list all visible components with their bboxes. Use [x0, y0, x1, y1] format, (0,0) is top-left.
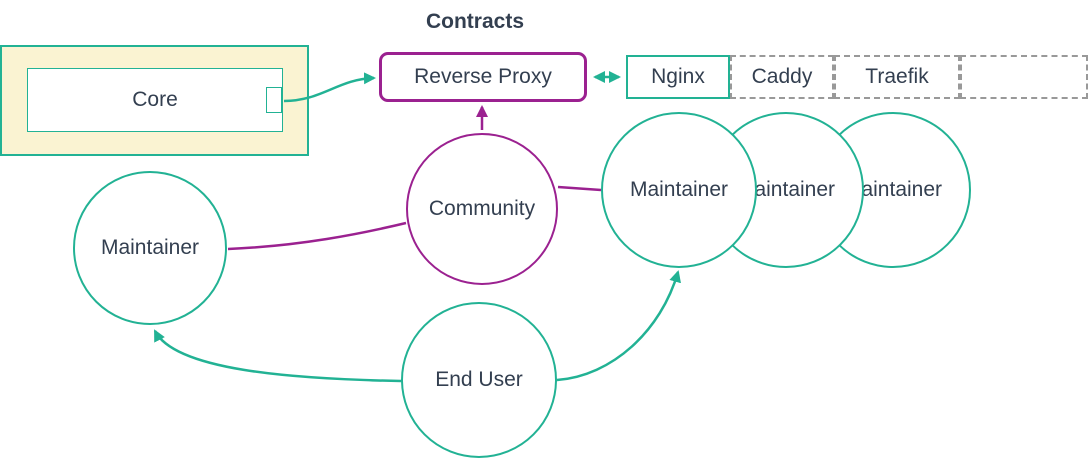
edge-community-maintainer-right: [557, 185, 602, 192]
reverse-proxy-node: Reverse Proxy: [379, 52, 587, 102]
maintainer-right-label-1: Maintainer: [629, 178, 729, 201]
edge-maintainer-left-community: [227, 221, 407, 251]
maintainer-left-node: Maintainer: [73, 171, 227, 325]
maintainer-left-label: Maintainer: [100, 236, 200, 259]
caddy-label: Caddy: [751, 65, 813, 88]
diagram-title: Contracts: [425, 10, 525, 33]
core-label: Core: [132, 88, 178, 111]
end-user-node: End User: [401, 302, 557, 458]
end-user-label: End User: [435, 368, 523, 391]
nginx-node: Nginx: [626, 55, 730, 99]
core-port: [266, 87, 282, 113]
reverse-proxy-label: Reverse Proxy: [414, 65, 552, 88]
community-node: Community: [406, 133, 558, 285]
edge-end-user-to-maintainer-left: [153, 329, 402, 383]
nginx-label: Nginx: [651, 65, 705, 88]
traefik-node: Traefik: [834, 55, 960, 99]
maintainer-right-node-1: Maintainer: [601, 112, 757, 268]
edge-end-user-to-maintainer-right: [556, 270, 681, 382]
caddy-node: Caddy: [730, 55, 834, 99]
maintainer-right-label-2: Maintainer: [736, 178, 836, 201]
maintainer-right-label-3: Maintainer: [843, 178, 943, 201]
community-label: Community: [428, 197, 536, 220]
core-node: Core: [27, 68, 283, 132]
empty-option-node: [960, 55, 1088, 99]
traefik-label: Traefik: [865, 65, 929, 88]
